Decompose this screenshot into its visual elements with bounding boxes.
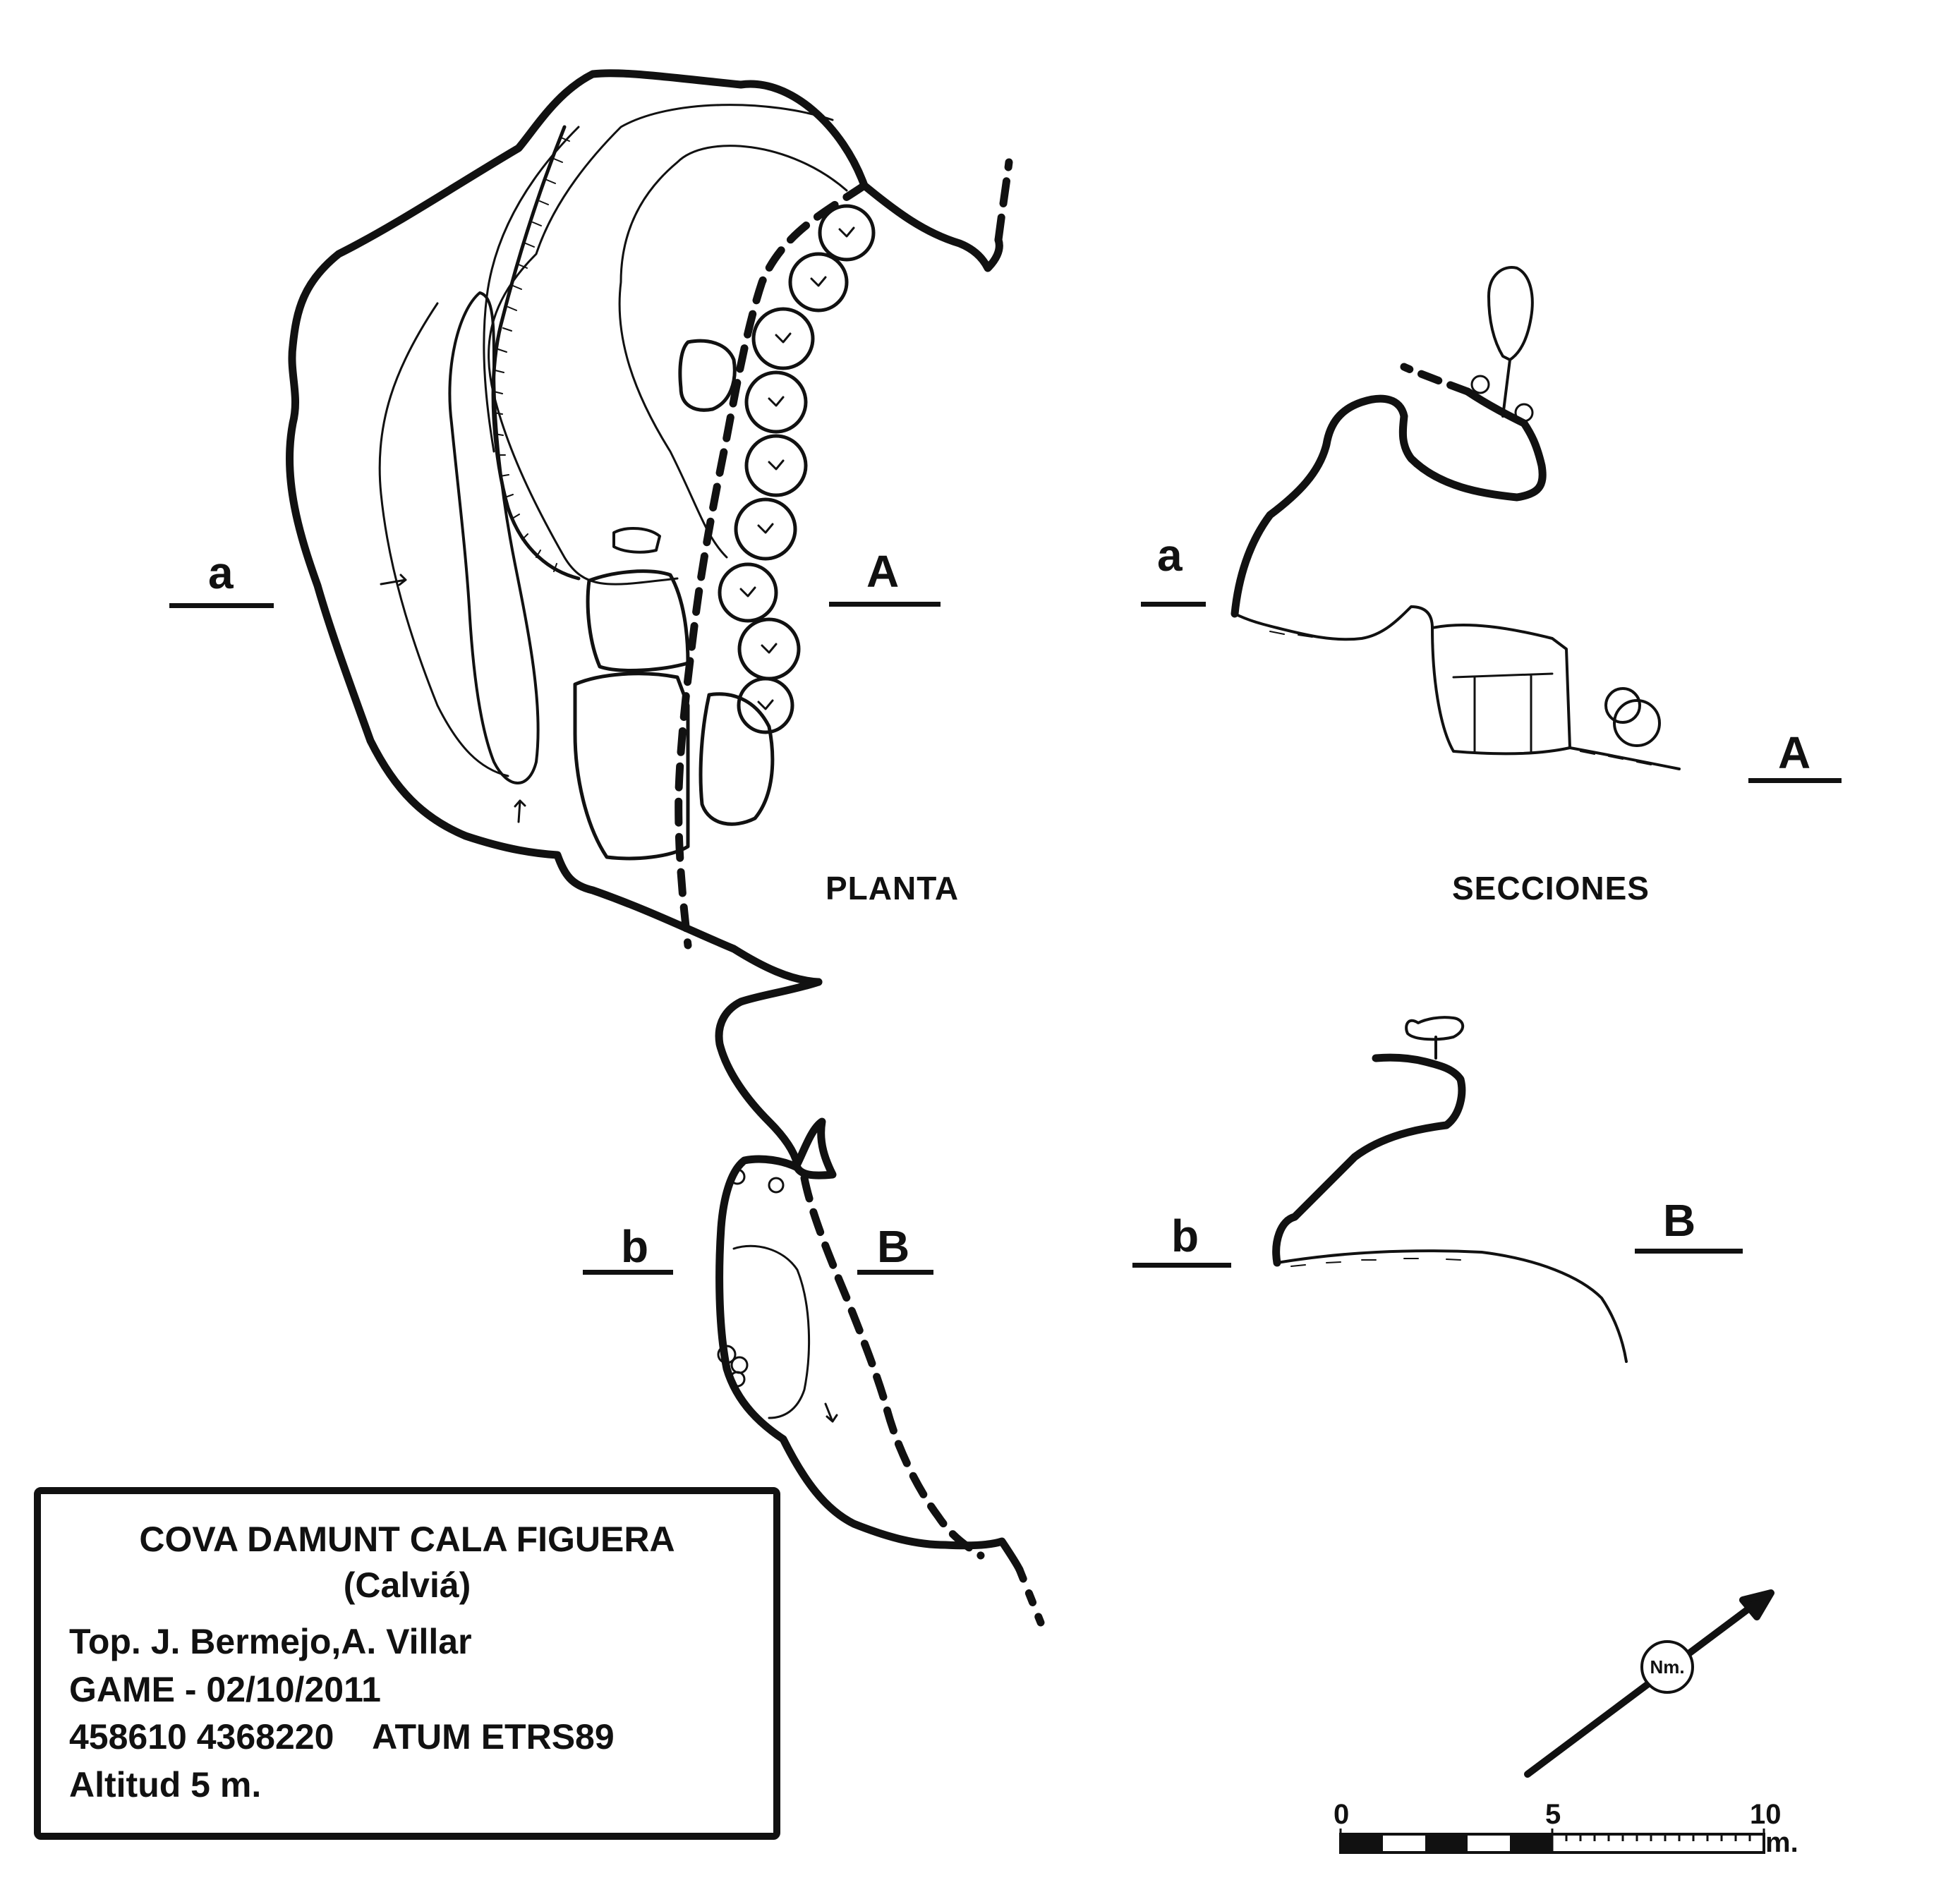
plan-slope-arrow xyxy=(514,799,526,823)
plan-block xyxy=(586,569,690,672)
plan-view-label: PLANTA xyxy=(826,870,960,906)
plan-section-line-b xyxy=(583,1270,673,1275)
plan-marker-A: A xyxy=(866,546,900,597)
sections-view-label: SECCIONES xyxy=(1452,870,1650,906)
section-a-surface-dashed xyxy=(1400,363,1472,396)
section-a-shrub xyxy=(1604,687,1641,724)
plan-dripline xyxy=(675,181,869,950)
plan-contour xyxy=(448,291,540,784)
section-line-a xyxy=(1141,602,1206,607)
plan-contour xyxy=(378,302,509,777)
plan-section-line-B xyxy=(857,1270,933,1275)
plan-main-wall xyxy=(286,69,869,986)
section-b-floor xyxy=(1276,1249,1628,1363)
plan-boulder xyxy=(699,692,775,826)
plan-contour xyxy=(483,126,580,453)
scale-tick-0: 0 xyxy=(1334,1799,1350,1830)
section-line-b xyxy=(1132,1263,1231,1268)
section-b-tree xyxy=(1405,1016,1465,1060)
section-a-shrub xyxy=(1470,375,1490,394)
plan-marker-b: b xyxy=(621,1221,649,1272)
section-a-block xyxy=(1431,623,1571,756)
section-a-floor xyxy=(1233,605,1434,641)
title-info-box: COVA DAMUNT CALA FIGUERA (Calviá) Top. J… xyxy=(34,1487,780,1840)
plan-marker-B: B xyxy=(877,1221,910,1272)
scale-bar: 0 5 10 m. xyxy=(1334,1792,1798,1862)
plan-slope-arrow xyxy=(824,1402,838,1423)
municipality: (Calviá) xyxy=(343,1565,471,1605)
plan-lower-dripline xyxy=(800,1174,985,1560)
plan-section-line-A xyxy=(829,602,941,607)
plan-lower-dripline xyxy=(1015,1565,1045,1627)
surveyors: Top. J. Bermejo,A. Villar xyxy=(69,1622,472,1661)
plan-marker-a: a xyxy=(208,547,234,598)
plan-pit-edge xyxy=(491,125,581,581)
section-marker-B: B xyxy=(1663,1195,1696,1246)
north-arrow-shaft xyxy=(1524,1596,1764,1778)
section-b-profile xyxy=(1272,1053,1466,1267)
plan-right-wall-dashed xyxy=(994,158,1013,244)
section-marker-b: b xyxy=(1171,1211,1199,1261)
plan-lower-contour xyxy=(732,1244,811,1419)
group-date: GAME - 02/10/2011 xyxy=(69,1669,381,1709)
section-a-shrub xyxy=(1613,699,1661,747)
plan-passage-wall xyxy=(715,978,837,1180)
section-line-B xyxy=(1635,1249,1743,1254)
section-a-tree xyxy=(1487,266,1534,418)
coordinates: 458610 4368220 ATUM ETRS89 xyxy=(69,1717,615,1757)
north-arrow-badge: Nm. xyxy=(1640,1640,1694,1694)
section-a-profile xyxy=(1231,394,1547,618)
plan-contour xyxy=(618,145,848,559)
plan-block xyxy=(573,672,690,861)
section-b-floor-texture xyxy=(1290,1258,1461,1267)
section-marker-a: a xyxy=(1157,530,1183,581)
scale-tick-5: 5 xyxy=(1545,1799,1561,1830)
section-a-block-inner xyxy=(1452,672,1554,753)
plan-boulder xyxy=(612,527,661,554)
plan-pit-hachures xyxy=(493,137,570,572)
section-marker-A: A xyxy=(1778,727,1811,778)
plan-right-wall xyxy=(860,181,1003,272)
scale-tick-10: 10 xyxy=(1750,1799,1782,1830)
cave-name: COVA DAMUNT CALA FIGUERA xyxy=(139,1520,675,1559)
scale-unit: m. xyxy=(1765,1827,1798,1858)
plan-boulder xyxy=(678,339,737,412)
scale-bar-graphic xyxy=(1339,1829,1765,1854)
plan-contour xyxy=(488,104,834,586)
plan-vegetation xyxy=(718,204,876,734)
plan-vegetation-marks xyxy=(739,226,855,710)
altitude: Altitud 5 m. xyxy=(69,1764,262,1805)
section-a-surface xyxy=(1463,387,1528,428)
section-a-floor-right xyxy=(1568,746,1681,770)
section-a-shrub xyxy=(1514,403,1534,423)
north-arrow-head xyxy=(1739,1589,1774,1620)
section-line-A xyxy=(1748,778,1842,783)
section-a-floor-texture xyxy=(1269,631,1652,765)
plan-slope-arrow xyxy=(380,574,407,586)
plan-section-line-a xyxy=(169,603,274,608)
plan-lower-pebbles xyxy=(717,1168,785,1388)
